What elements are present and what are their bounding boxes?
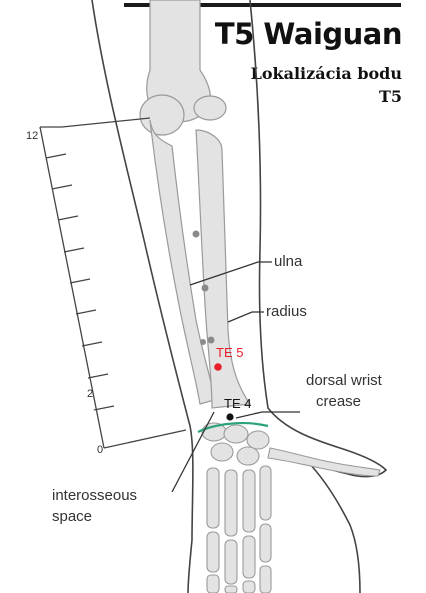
ulna-label: ulna bbox=[274, 253, 303, 270]
dorsal-wrist-label-line2: crease bbox=[316, 393, 361, 410]
interosseous-label-line1: interosseous bbox=[52, 487, 137, 504]
te5-point bbox=[214, 363, 222, 371]
te4-label: TE 4 bbox=[224, 396, 251, 411]
te4-point bbox=[226, 413, 233, 420]
te5-label: TE 5 bbox=[216, 345, 243, 360]
radius-label: radius bbox=[266, 303, 307, 320]
arm-outline bbox=[92, 0, 386, 593]
ruler-tick-12: 12 bbox=[26, 130, 38, 142]
ruler-tick-2: 2 bbox=[87, 388, 93, 400]
hand-bones bbox=[202, 423, 380, 593]
ruler-tick-0: 0 bbox=[97, 444, 103, 456]
dorsal-wrist-label-line1: dorsal wrist bbox=[306, 372, 383, 389]
interosseous-label-line2: space bbox=[52, 508, 92, 525]
humerus-bone bbox=[140, 0, 226, 135]
